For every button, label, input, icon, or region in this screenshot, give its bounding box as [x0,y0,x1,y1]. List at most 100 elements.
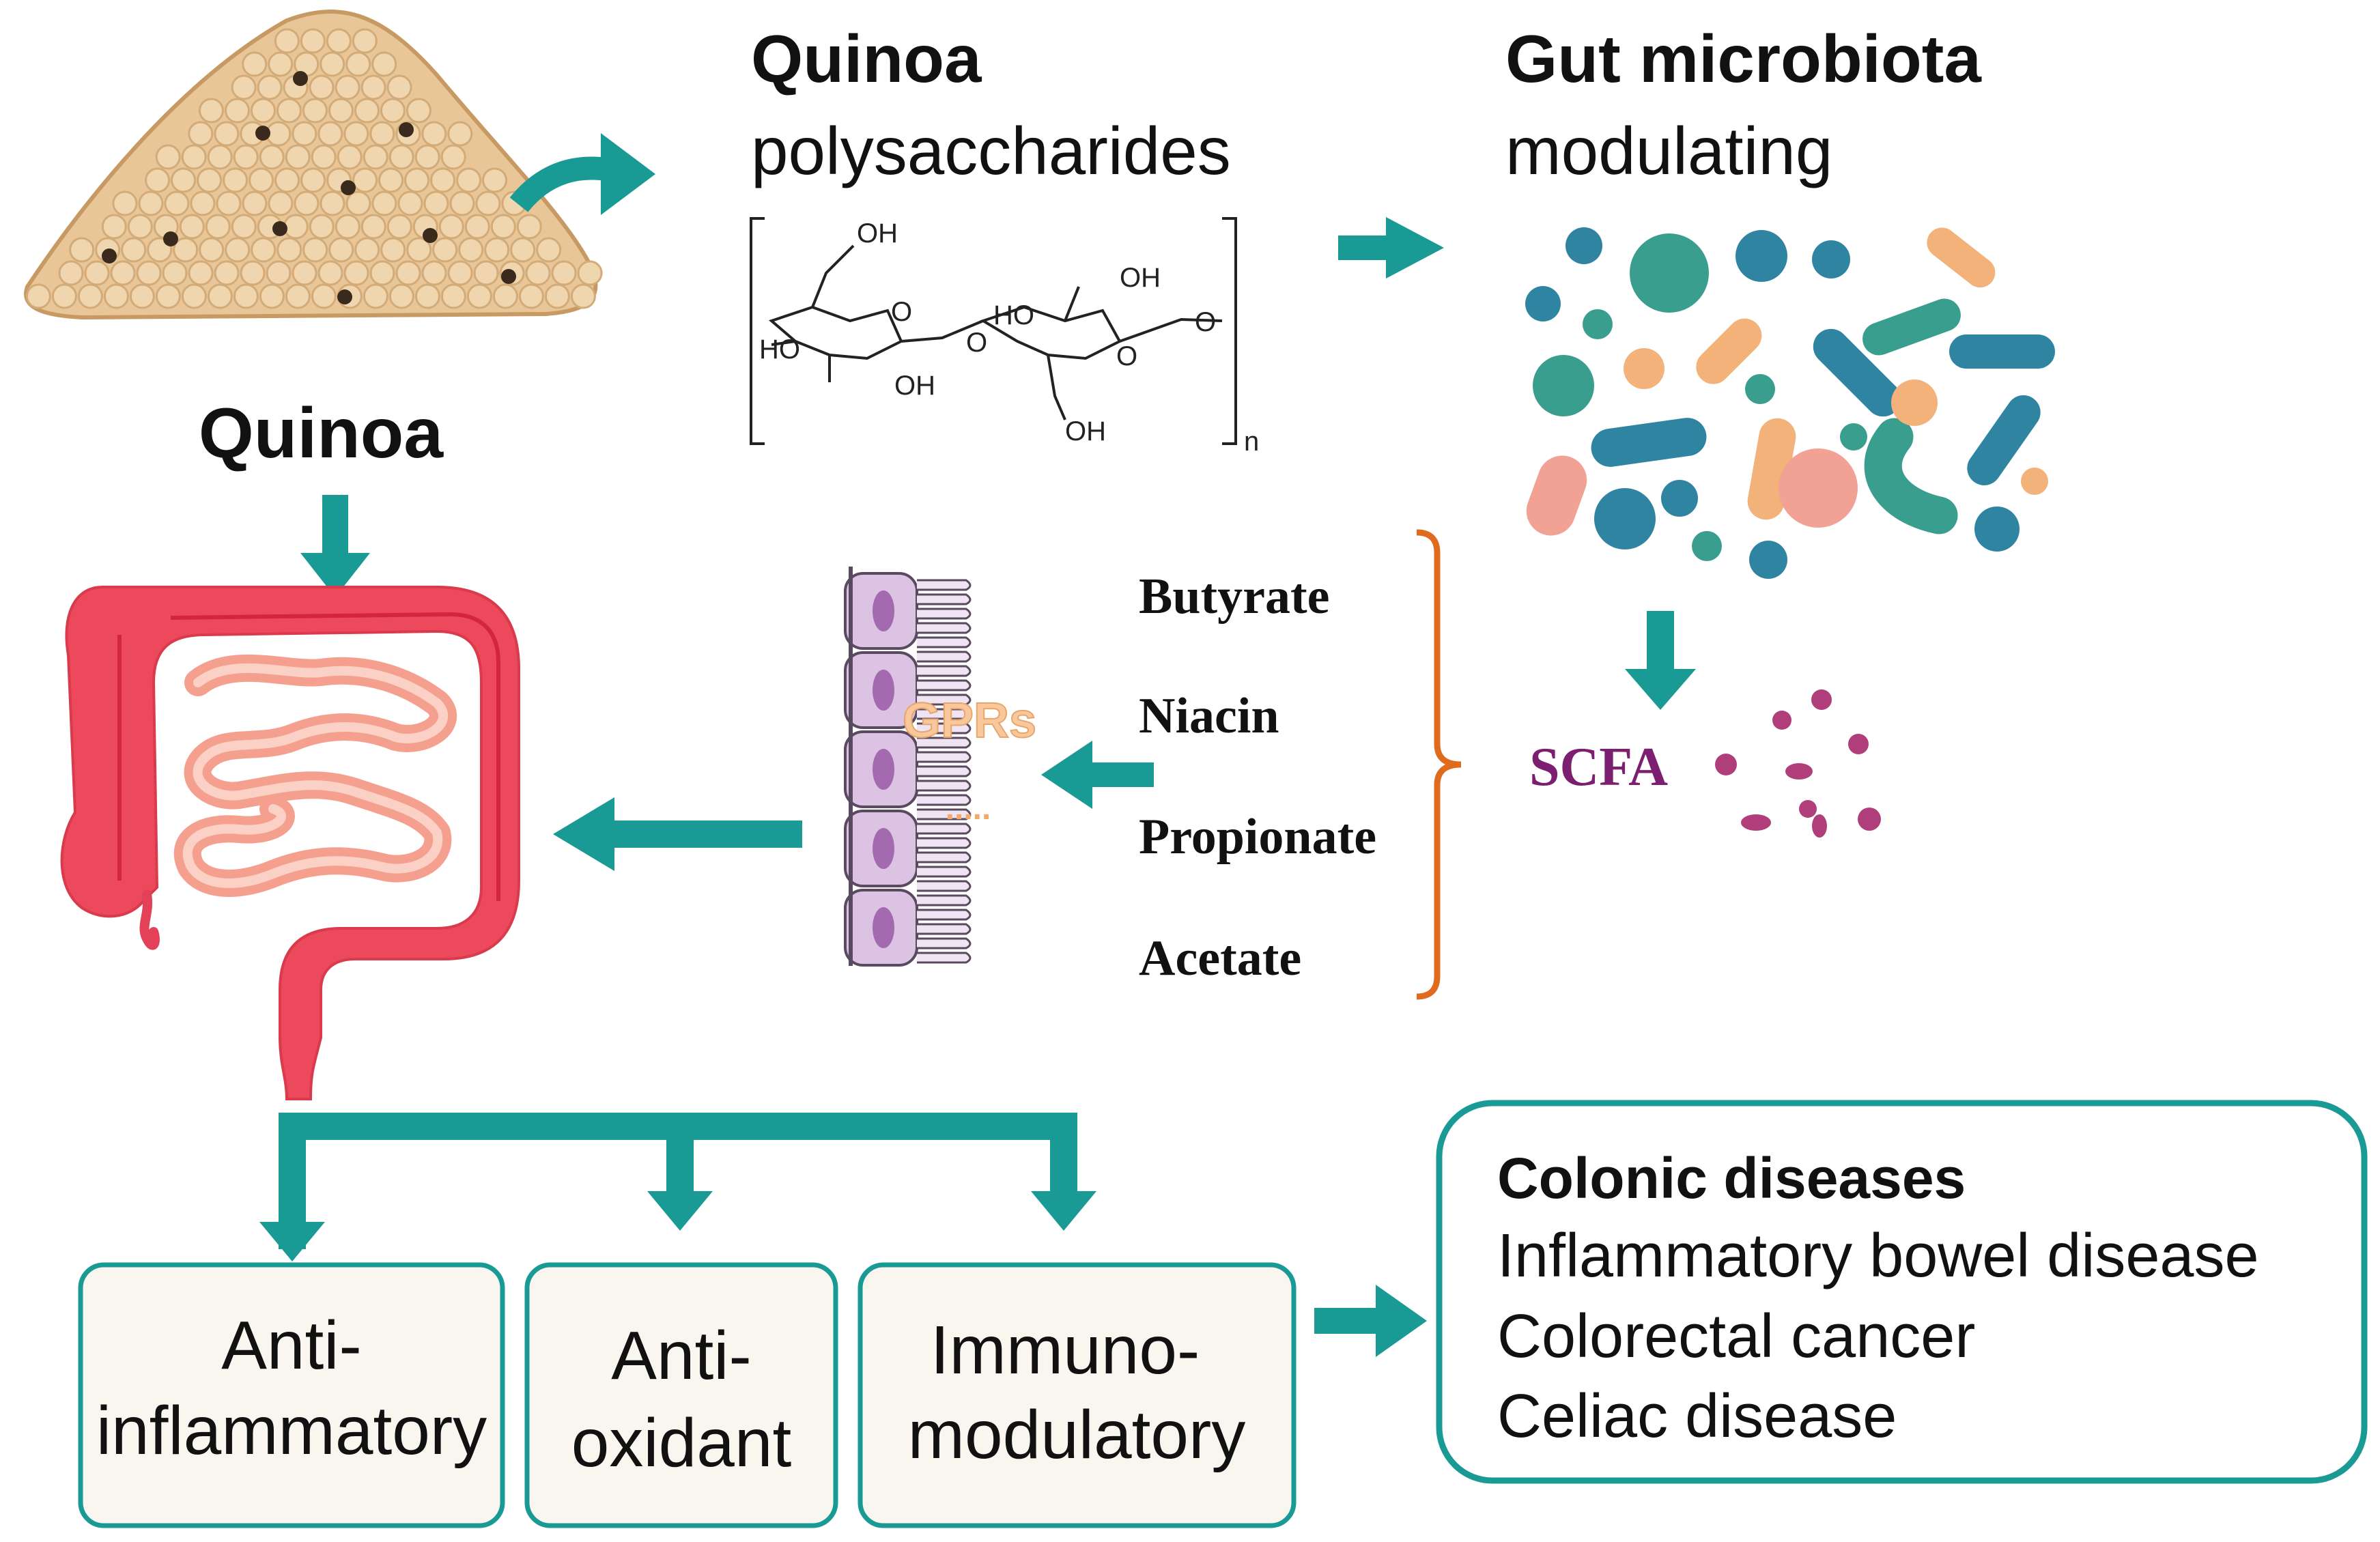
quinoa-grain [136,260,162,286]
quinoa-grain [190,190,216,216]
quinoa-grain [155,144,181,170]
microbiota-to-scfa-arrow [1625,611,1696,710]
quinoa-grain [380,237,406,263]
quinoa-grain [371,190,397,216]
quinoa-grain [127,214,153,240]
scfa-item-propionate: Propionate [1139,809,1376,865]
quinoa-grain [473,260,499,286]
quinoa-grain [414,283,440,309]
quinoa-grain [283,214,309,240]
quinoa-grain [423,190,449,216]
quinoa-grain [388,283,414,309]
chem-subscript: n [1244,427,1259,457]
quinoa-grain [129,283,155,309]
chem-label: OH [1065,416,1106,446]
quinoa-grain [360,74,386,100]
diseases-box: Colonic diseases Inflammatory bowel dise… [1436,1100,2368,1484]
quinoa-grain [231,74,257,100]
quinoa-grain [440,283,466,309]
scfa-label: SCFA [1529,737,1668,797]
quinoa-grain [266,260,292,286]
colon-to-effects-arrows [259,1113,1096,1261]
microbiota-title: Gut microbiota [1505,21,1982,96]
quinoa-grain [259,283,285,309]
quinoa-grain [449,190,475,216]
quinoa-grain [171,167,197,193]
quinoa-grain [103,283,129,309]
quinoa-grain [484,237,510,263]
quinoa-grain [369,260,395,286]
quinoa-grain [328,237,354,263]
quinoa-grain [292,121,317,147]
quinoa-grain [214,121,240,147]
quinoa-to-colon-arrow [300,495,370,597]
quinoa-grain [404,167,430,193]
quinoa-grain [181,144,207,170]
quinoa-grain [242,51,268,77]
quinoa-grain [482,167,508,193]
quinoa-grain [259,144,285,170]
quinoa-grain [388,144,414,170]
quinoa-grain [155,283,181,309]
quinoa-grain [352,167,378,193]
quinoa-grain [456,167,482,193]
quinoa-grain [490,214,516,240]
quinoa-grain [188,121,214,147]
receptor-label: GPRs [903,694,1036,748]
quinoa-grain [343,260,369,286]
effect-line2: modulatory [908,1397,1246,1473]
quinoa-grain [345,190,371,216]
quinoa-grain [101,214,127,240]
cell-nucleus [873,749,894,790]
quinoa-grain [577,260,603,286]
polysaccharide-title: Quinoa [751,21,982,96]
quinoa-grain [317,121,343,147]
quinoa-grain [285,283,311,309]
quinoa-grain [25,283,51,309]
quinoa-grain [570,283,596,309]
quinoa-grain [198,98,224,124]
quinoa-grain [121,237,147,263]
quinoa-pile-icon [24,10,603,320]
microvilli [917,579,972,964]
quinoa-grain [536,237,562,263]
quinoa-grain [294,190,320,216]
quinoa-grain [242,190,268,216]
quinoa-grain [492,283,518,309]
quinoa-grain [274,167,300,193]
quinoa-grain [447,121,473,147]
microbiota-subtitle: modulating [1505,113,1832,188]
quinoa-grain [138,190,164,216]
quinoa-grain [406,237,432,263]
effect-line2: oxidant [571,1405,792,1481]
polysaccharide-structure [750,217,1237,445]
quinoa-to-polysaccharide-arrow [509,133,655,215]
quinoa-grain [397,190,423,216]
quinoa-grain [69,237,95,263]
quinoa-grain [464,214,490,240]
quinoa-grain [475,190,501,216]
cell-nucleus [873,670,894,711]
quinoa-grain [432,237,458,263]
bacteria-cocci [1525,227,2048,579]
quinoa-grain [84,260,110,286]
quinoa-grain [551,260,577,286]
scfa-bracket [1416,529,1462,1000]
chem-label: O [1195,307,1216,337]
scfa-item-niacin: Niacin [1139,688,1279,744]
effect-line1: Anti- [611,1317,752,1394]
cell-nucleus [873,828,894,869]
quinoa-grain [224,98,250,124]
quinoa-grain [518,283,544,309]
quinoa-grain [300,28,326,54]
cell-nucleus [873,590,894,631]
epithelial-cells-icon [844,567,972,967]
quinoa-grain [414,144,440,170]
quinoa-grain [179,214,205,240]
quinoa-grain [345,51,371,77]
quinoa-grain [466,283,492,309]
quinoa-grain [421,121,447,147]
chem-label: OH [1120,263,1161,293]
quinoa-grain [250,98,276,124]
scfa-item-butyrate: Butyrate [1139,569,1330,625]
